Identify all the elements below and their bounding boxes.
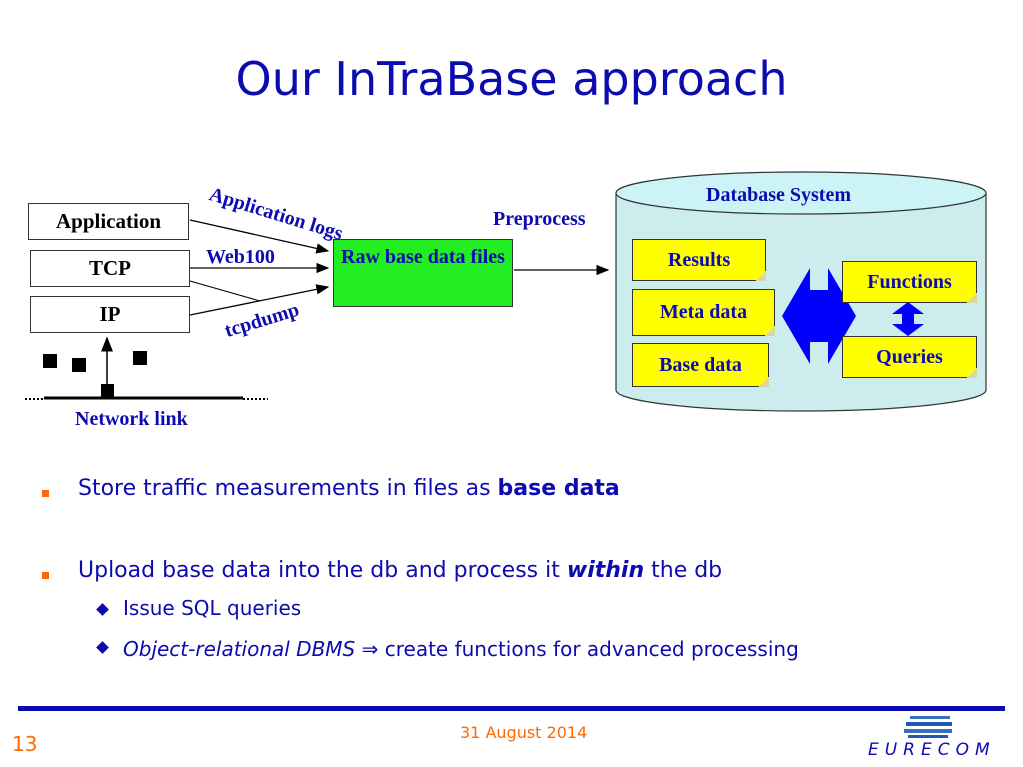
stack-application: Application bbox=[28, 203, 189, 240]
bullet-upload: Upload base data into the db and process… bbox=[78, 558, 722, 583]
db-functions: Functions bbox=[842, 261, 977, 303]
packet-icon bbox=[133, 351, 147, 365]
eurecom-logo-icon bbox=[904, 716, 952, 738]
bullet-text: Store traffic measurements in files as bbox=[78, 476, 498, 501]
double-arrow-icon bbox=[782, 268, 856, 364]
db-queries: Queries bbox=[842, 336, 977, 378]
bullet-emphasis: within bbox=[566, 558, 645, 583]
packet-icon bbox=[43, 354, 57, 368]
sub-bullet-italic: Object-relational DBMS bbox=[123, 637, 356, 661]
eurecom-logo-text: EURECOM bbox=[868, 740, 996, 760]
bullet-text: Upload base data into the db and process… bbox=[78, 558, 567, 583]
database-title: Database System bbox=[706, 184, 851, 206]
footer-divider bbox=[18, 706, 1005, 711]
page-number: 13 bbox=[12, 732, 38, 756]
sub-bullet-ordbms: Object-relational DBMS ⇒ create function… bbox=[123, 634, 843, 664]
packet-icon bbox=[101, 384, 114, 397]
vertical-double-arrow-icon bbox=[892, 302, 924, 336]
arrow-application-logs bbox=[189, 219, 330, 254]
arrow-tcp-cross bbox=[189, 280, 261, 302]
packet-icon bbox=[72, 358, 86, 372]
implies-icon: ⇒ bbox=[361, 637, 379, 661]
stack-tcp: TCP bbox=[30, 250, 190, 287]
bullet-tail: the db bbox=[644, 558, 723, 583]
db-base-data: Base data bbox=[632, 343, 769, 387]
slide-title: Our InTraBase approach bbox=[235, 52, 788, 106]
stack-ip: IP bbox=[30, 296, 190, 333]
db-meta-data: Meta data bbox=[632, 289, 775, 336]
bullet-store-traffic: Store traffic measurements in files as b… bbox=[78, 476, 620, 501]
sub-bullet-sql: Issue SQL queries bbox=[123, 596, 302, 620]
slide-date: 31 August 2014 bbox=[460, 723, 588, 742]
bullet-bold: base data bbox=[497, 476, 620, 501]
label-web100: Web100 bbox=[206, 246, 275, 268]
label-preprocess: Preprocess bbox=[493, 208, 586, 230]
network-link-label: Network link bbox=[75, 408, 188, 430]
bullet-marker bbox=[42, 490, 49, 497]
bullet-marker bbox=[42, 572, 49, 579]
db-results: Results bbox=[632, 239, 766, 281]
sub-bullet-text: create functions for advanced processing bbox=[378, 637, 799, 661]
raw-base-data-files: Raw base data files bbox=[333, 239, 513, 307]
